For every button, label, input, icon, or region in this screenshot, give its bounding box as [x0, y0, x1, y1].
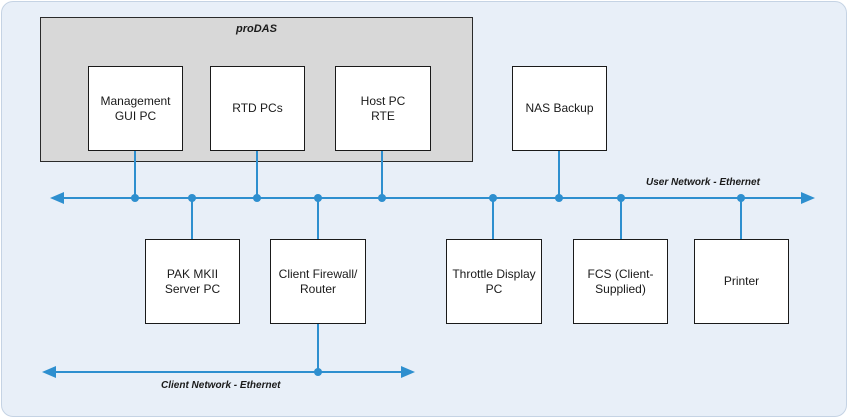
fcs-client-supplied-node: FCS (Client- Supplied) — [573, 239, 668, 324]
host-pc-rte-node: Host PC RTE — [335, 66, 431, 151]
junction-dot — [314, 368, 322, 376]
junction-dot — [253, 194, 261, 202]
user-bus-left-arrow-icon — [50, 192, 64, 204]
fcs-client-supplied-label: FCS (Client- Supplied) — [587, 266, 654, 296]
throttle-display-pc-label: Throttle Display PC — [452, 266, 536, 296]
junction-dot — [617, 194, 625, 202]
host-pc-rte-label: Host PC RTE — [360, 93, 406, 123]
rtd-pcs-label: RTD PCs — [232, 101, 283, 115]
client-firewall-router-label: Client Firewall/ Router — [278, 266, 358, 296]
printer-label: Printer — [723, 274, 760, 288]
management-gui-pc-node: Management GUI PC — [88, 66, 183, 151]
junction-dot — [555, 194, 563, 202]
junction-dot — [378, 194, 386, 202]
rtd-pcs-node: RTD PCs — [210, 66, 305, 151]
prodas-group-title: proDAS — [236, 23, 277, 35]
client-bus-left-arrow-icon — [42, 366, 56, 378]
user-bus-right-arrow-icon — [801, 192, 815, 204]
throttle-display-pc-node: Throttle Display PC — [446, 239, 542, 324]
junction-dot — [131, 194, 139, 202]
junction-dot — [314, 194, 322, 202]
client-network-label: Client Network - Ethernet — [161, 380, 281, 391]
nas-backup-label: NAS Backup — [525, 101, 594, 115]
pak-mkii-server-pc-label: PAK MKII Server PC — [164, 266, 221, 296]
client-bus-right-arrow-icon — [401, 366, 415, 378]
junction-dot — [737, 194, 745, 202]
junction-dot — [489, 194, 497, 202]
pak-mkii-server-pc-node: PAK MKII Server PC — [145, 239, 240, 324]
nas-backup-node: NAS Backup — [512, 66, 607, 151]
user-network-label: User Network - Ethernet — [646, 177, 760, 188]
junction-dot — [188, 194, 196, 202]
client-firewall-router-node: Client Firewall/ Router — [270, 239, 366, 324]
management-gui-pc-label: Management GUI PC — [100, 93, 171, 123]
printer-node: Printer — [694, 239, 789, 324]
